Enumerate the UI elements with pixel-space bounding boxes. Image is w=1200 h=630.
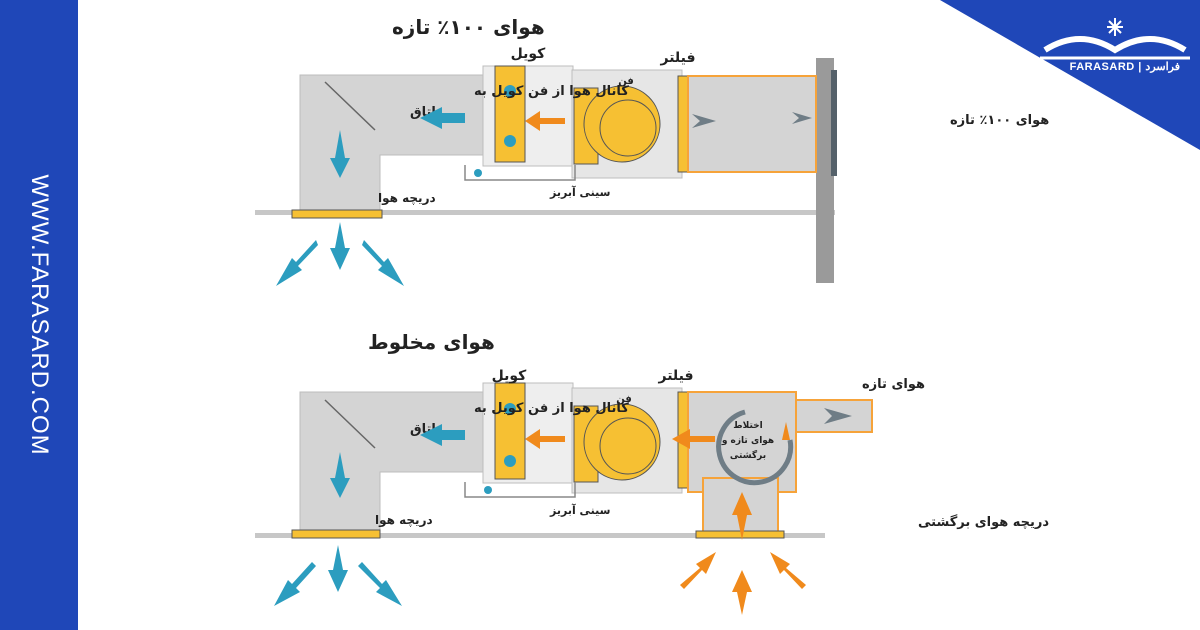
orange-arrow-icon xyxy=(672,429,715,449)
filter xyxy=(677,75,689,173)
corner-brand-triangle xyxy=(940,0,1200,150)
exterior-wall xyxy=(816,58,834,283)
teal-arrow-icon xyxy=(420,424,465,446)
fresh-diagram-title: هوای ۱۰۰٪ تازه xyxy=(392,15,545,39)
grey-arrow-icon xyxy=(824,408,852,424)
coil-label: کویل xyxy=(511,46,547,62)
coil-label: کویل xyxy=(492,368,528,384)
turning-vane xyxy=(324,399,376,449)
mixing-label-line3: برگشتی xyxy=(730,449,766,461)
logo-icon xyxy=(1040,18,1190,60)
fan-label: فن xyxy=(616,394,632,405)
diffuser-label: دریچه هوا xyxy=(375,513,433,528)
teal-arrow-icon xyxy=(420,107,465,129)
airflow-arrows-mixed xyxy=(274,408,852,615)
teal-arrow-icon xyxy=(358,562,402,606)
fresh-air-inlet-label: هوای ۱۰۰٪ تازه xyxy=(950,113,1049,128)
airflow-arrows-fresh xyxy=(276,107,812,286)
teal-arrow-icon xyxy=(362,240,404,286)
coil-pipe-bottom xyxy=(504,455,516,467)
orange-arrow-icon xyxy=(782,422,790,440)
duct-label-line1: کانال هوا از فن کویل به xyxy=(474,401,629,416)
drain-outlet xyxy=(474,169,482,177)
fan-label: فن xyxy=(618,76,634,87)
return-grille-label: دریچه هوای برگشتی xyxy=(918,514,1049,530)
coil xyxy=(494,65,526,163)
brand-logo-text: FARASARD | فراسرد xyxy=(1069,61,1180,73)
teal-arrow-icon xyxy=(276,240,318,286)
supply-diffuser xyxy=(291,209,383,219)
supply-duct xyxy=(299,74,491,211)
orange-arrow-icon xyxy=(525,111,565,131)
filter-label: فیلتر xyxy=(657,368,693,384)
diagram-mixed-air: هوای مخلوط کویل فیلتر فن کانال هوا از فن… xyxy=(255,330,1049,615)
teal-arrow-icon xyxy=(330,130,350,178)
drain-pan xyxy=(464,165,576,181)
teal-arrow-icon xyxy=(274,562,316,606)
fresh-air-label: هوای تازه xyxy=(862,377,925,392)
fresh-air-duct xyxy=(687,75,817,173)
drain-pan-label: سینی آبریز xyxy=(549,185,610,199)
fan-wheel xyxy=(599,417,657,475)
left-brand-band: WWW.FARASARD.COM xyxy=(0,0,78,630)
supply-duct xyxy=(299,391,491,534)
grey-arrow-icon xyxy=(692,114,716,128)
orange-arrow-icon xyxy=(680,552,716,589)
teal-arrow-icon xyxy=(328,545,348,592)
diagram-fresh-air: هوای ۱۰۰٪ تازه کویل فیلتر فن کانال xyxy=(255,15,1049,286)
drain-outlet xyxy=(484,486,492,494)
coil-pipe-top xyxy=(504,85,516,97)
drain-pan xyxy=(464,482,576,498)
return-grille xyxy=(695,530,785,539)
teal-arrow-icon xyxy=(330,452,350,498)
ceiling-line xyxy=(255,533,825,538)
orange-arrow-icon xyxy=(732,570,752,615)
coil-pipe-top xyxy=(504,403,516,415)
teal-arrow-icon xyxy=(330,222,350,270)
coil-pipe-bottom xyxy=(504,135,516,147)
duct-label-line1: کانال هوا از فن کویل به xyxy=(474,84,629,99)
supply-diffuser xyxy=(291,529,381,539)
diffuser-label: دریچه هوا xyxy=(378,191,436,206)
orange-arrow-icon xyxy=(770,552,806,589)
wall-louver xyxy=(831,70,837,176)
filter-label: فیلتر xyxy=(659,50,695,66)
ceiling-line xyxy=(255,210,835,215)
grey-arrow-icon xyxy=(792,112,812,124)
orange-arrow-icon xyxy=(525,429,565,449)
mixing-swirl-icon xyxy=(716,409,794,486)
mixing-label-line1: اختلاط xyxy=(733,421,762,431)
drain-pan-label: سینی آبریز xyxy=(549,503,610,517)
fan-wheel xyxy=(599,99,657,157)
mixing-label-line2: هوای تازه و xyxy=(721,436,774,446)
turning-vane xyxy=(324,81,376,131)
orange-arrow-icon xyxy=(732,492,752,540)
mixed-diagram-title: هوای مخلوط xyxy=(368,330,495,354)
